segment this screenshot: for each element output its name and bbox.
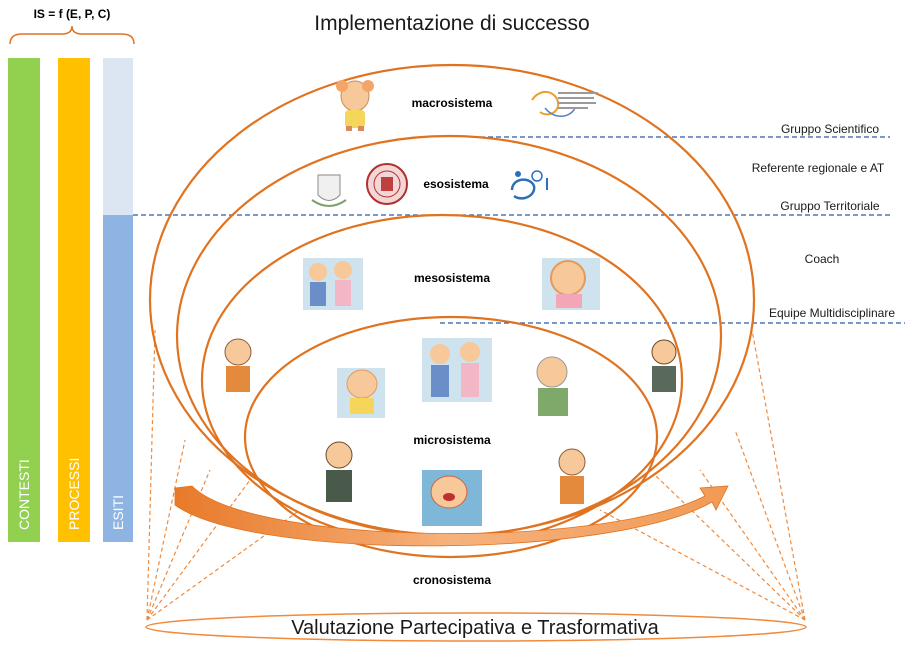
bar-processi <box>58 58 90 542</box>
footer-title: Valutazione Partecipativa e Trasformativ… <box>291 617 659 639</box>
base-ellipse <box>145 612 807 642</box>
bar-esiti <box>103 215 133 542</box>
bar-label-esiti: ESITI <box>110 495 126 530</box>
bar-label-processi: PROCESSI <box>66 458 82 530</box>
bar-contesti <box>8 58 40 542</box>
label-esosistema: esosistema <box>423 177 489 191</box>
man-figure-micro-left-icon <box>325 441 353 502</box>
label-gruppo-scientifico: Gruppo Scientifico <box>781 122 879 136</box>
crying-child-figure-icon <box>422 470 482 526</box>
label-macrosistema: macrosistema <box>412 96 493 110</box>
label-mesosistema: mesosistema <box>414 271 490 285</box>
region-crest-icon <box>311 174 347 207</box>
level-separators <box>133 136 905 324</box>
time-arrow <box>174 485 729 547</box>
label-microsistema: microsistema <box>413 433 491 447</box>
grandmother-figure-icon <box>542 258 600 310</box>
grandfather-figure-left-icon <box>224 338 252 392</box>
label-gruppo-territoriale: Gruppo Territoriale <box>780 199 879 213</box>
man-figure-right-icon <box>651 339 677 392</box>
bar-esiti-top <box>103 58 133 215</box>
diagram-title: Implementazione di successo <box>314 12 589 35</box>
ellipse-micro <box>243 315 659 559</box>
family-figure-icon <box>422 338 492 402</box>
service-logo-icon <box>510 170 548 200</box>
label-coach: Coach <box>805 252 840 266</box>
label-referente: Referente regionale e AT <box>752 161 885 175</box>
child-figure-icon <box>337 368 385 418</box>
label-equipe: Equipe Multidisciplinare <box>769 306 895 320</box>
label-cronosistema: cronosistema <box>413 573 491 587</box>
brace <box>9 25 135 45</box>
organization-logo-icon <box>531 91 598 117</box>
grandfather-figure-micro-right-icon <box>558 448 586 504</box>
formula-label: IS = f (E, P, C) <box>34 7 111 21</box>
bar-label-contesti: CONTESTI <box>16 459 32 530</box>
grandmother-figure-micro-icon <box>536 356 568 416</box>
couple-figure-icon <box>303 258 363 310</box>
university-seal-icon <box>366 163 408 205</box>
girl-figure-icon <box>336 80 374 131</box>
